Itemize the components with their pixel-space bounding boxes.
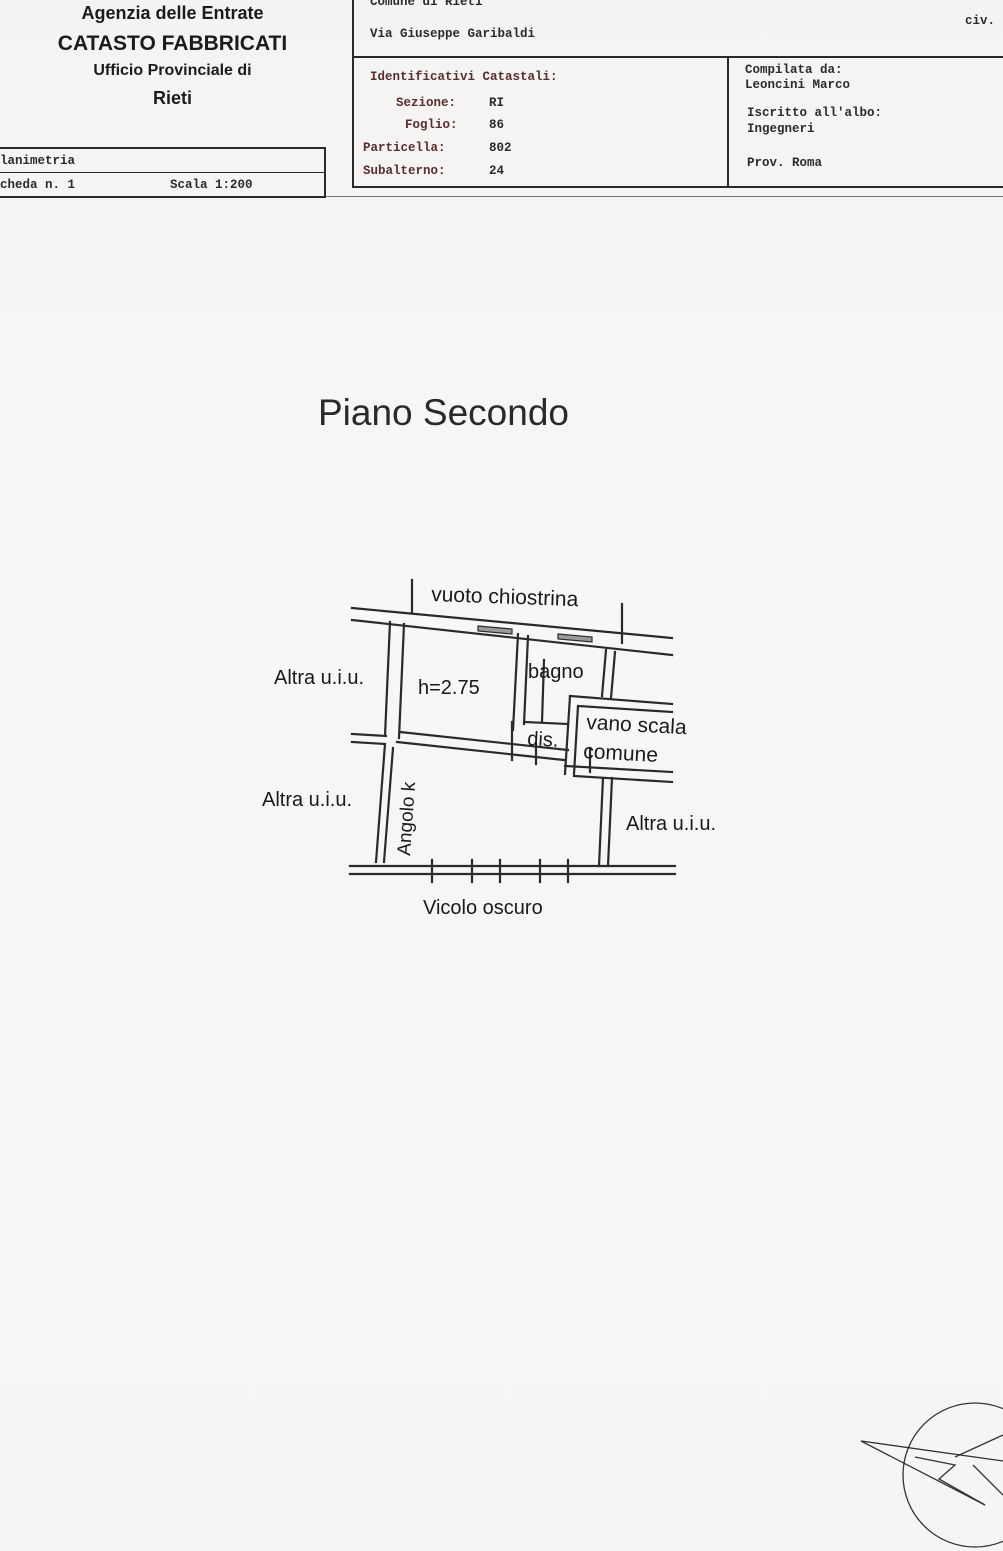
subalterno-value: 24 (489, 164, 505, 178)
plan-wall (563, 694, 572, 776)
header-rule (326, 196, 1003, 197)
plan-label-comune: comune (583, 740, 659, 767)
plan-label-height: h=2.75 (418, 677, 480, 699)
prov-label: Prov. Roma (747, 156, 823, 170)
plan-label-vuoto: vuoto chiostrina (431, 583, 579, 611)
identificativi-title: Identificativi Catastali: (370, 70, 558, 84)
header-rule (352, 0, 354, 188)
via-label: Via Giuseppe Garibaldi (370, 27, 536, 41)
header-rule (0, 147, 326, 149)
agency-name: Agenzia delle Entrate (81, 3, 264, 23)
header-rule (727, 56, 729, 187)
compilata-label: Compilata da: (745, 63, 843, 77)
sezione-label: Sezione: (396, 96, 457, 110)
plan-label-altra-mid: Altra u.i.u. (262, 789, 352, 811)
particella-value: 802 (489, 141, 512, 155)
plan-wall (397, 622, 406, 740)
plan-wall (374, 742, 387, 864)
header-rule (352, 186, 1003, 188)
plan-label-altra-right: Altra u.i.u. (626, 813, 716, 835)
plan-wall (350, 740, 387, 746)
header-rule (0, 196, 326, 198)
plan-wall (597, 776, 605, 868)
plan-wall (606, 776, 614, 868)
header-rule (324, 147, 326, 198)
foglio-value: 86 (489, 118, 505, 132)
plan-label-dis: dis. (527, 728, 559, 752)
plan-wall (398, 730, 570, 752)
plan-label-vicolo: Vicolo oscuro (423, 897, 543, 919)
plan-wall (383, 620, 392, 738)
foglio-label: Foglio: (405, 118, 458, 132)
header-rule (0, 172, 326, 173)
comune-label: Comune di Rieti (370, 0, 483, 9)
plan-wall (522, 720, 570, 726)
compilata-name: Leoncini Marco (745, 78, 851, 92)
plan-label-angolo: Angolo k (394, 781, 420, 857)
subalterno-label: Subalterno: (363, 164, 446, 178)
header-rule (352, 56, 1003, 58)
particella-label: Particella: (363, 141, 446, 155)
window-mark (477, 625, 513, 635)
plan-label-altra-top: Altra u.i.u. (274, 667, 364, 689)
plan-wall (511, 632, 520, 732)
albo-label: Iscritto all'albo: (747, 106, 883, 120)
plan-wall (609, 650, 617, 700)
plan-wall (568, 694, 674, 706)
plan-wall (350, 606, 674, 640)
scheda-label: cheda n. 1 (0, 178, 76, 192)
planimetria-label: lanimetria (0, 154, 76, 168)
sezione-value: RI (489, 96, 505, 110)
plan-label-bagno: bagno (528, 661, 584, 683)
plan-wall (576, 704, 674, 714)
window-mark (557, 633, 593, 643)
plan-wall (350, 732, 388, 738)
plan-wall (563, 764, 674, 774)
ufficio-city: Rieti (152, 88, 192, 108)
scala-label: Scala 1:200 (170, 178, 253, 192)
plan-wall (572, 774, 674, 784)
plan-wall (540, 658, 546, 724)
plan-wall (522, 634, 530, 726)
plan-wall (350, 618, 674, 657)
civ-label: civ. (965, 14, 996, 28)
catasto-title: CATASTO FABBRICATI (57, 32, 288, 55)
plan-wall (600, 648, 608, 698)
albo-value: Ingegneri (747, 122, 815, 136)
plan-wall (572, 704, 580, 776)
ufficio-label: Ufficio Provinciale di (93, 62, 252, 79)
plan-label-vano-scala: vano scala (586, 711, 688, 739)
plan-wall (382, 746, 395, 864)
north-arrow-icon (860, 1402, 1003, 1548)
floor-title: Piano Secondo (318, 392, 569, 433)
